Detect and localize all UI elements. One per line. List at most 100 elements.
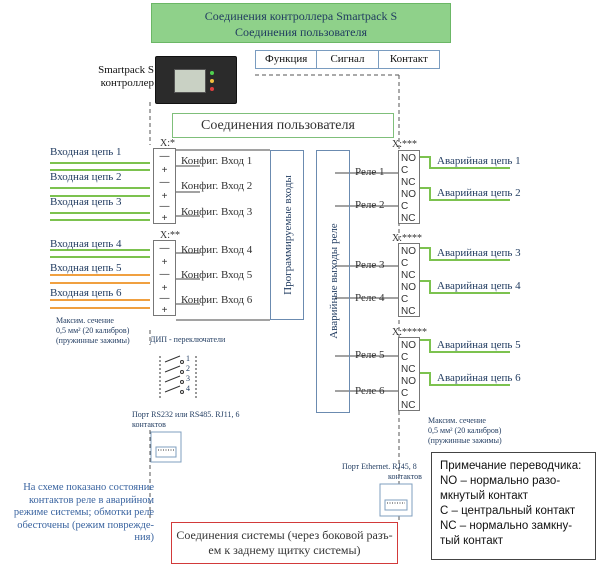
relay5-nc: NC [401,364,416,375]
relay-terminal-block-3: NO C NC NO C NC [398,337,420,411]
relay-state-note: На схеме показано состояние контактов ре… [4,482,154,545]
relay4-no: NO [401,282,416,293]
terminal-minus-6: — [159,293,170,304]
wire-spec-left-line-2: 0,5 мм² (20 калибров) [56,326,130,335]
system-connections-line-2: ем к заднему щитку системы) [208,543,361,557]
relay-label-5: Реле 5 [355,349,385,361]
connector-label-x3: X:*** [392,139,417,150]
translator-note-title: Примечание переводчика: [440,460,582,472]
terminal-plus-3: + [161,213,168,224]
config-input-3: Конфиг. Вход 3 [181,206,253,218]
relay-label-2: Реле 2 [355,199,385,211]
wire-spec-right: Максим. сечение 0,5 мм² (20 калибров) (п… [428,416,502,446]
input-terminal-block-1: — + — + — + [153,148,176,224]
alarm-circuit-label-5: Аварийная цепь 5 [437,339,521,351]
relay5-no: NO [401,340,416,351]
terminal-minus-1: — [159,151,170,162]
controller-label-line-1: Smartpack S [98,64,154,76]
translator-note-line-4: NC – нормально замкну- [440,520,573,532]
dip-number-3: 3 [186,374,190,383]
relay1-no: NO [401,153,416,164]
port-eth-label: Порт Ethernet. RJ45, 8 контактов [342,462,422,482]
alarm-wire-1 [420,156,510,169]
diagram-title: Соединения контроллера Smartpack S Соеди… [151,3,451,43]
connector-label-x5: X:***** [392,327,427,338]
controller-label: Smartpack S контроллер [74,64,154,90]
port-rs-line-2: контактов [132,420,166,429]
rj11-port-icon [150,431,182,463]
controller-display-icon [174,69,206,93]
controller-label-line-2: контроллер [100,77,154,89]
system-connections-line-1: Соединения системы (через боковой разъ- [176,528,393,542]
wire-spec-right-line-1: Максим. сечение [428,416,486,425]
title-line-2: Соединения пользователя [235,25,367,39]
dip-switches-label: ДИП - переключатели [150,335,226,344]
config-input-4: Конфиг. Вход 4 [181,244,253,256]
title-line-1: Соединения контроллера Smartpack S [204,9,398,23]
relay6-c: C [401,388,409,399]
wire-spec-right-line-3: (пружинные зажимы) [428,436,502,445]
terminal-plus-1: + [161,165,168,176]
terminal-plus-4: + [161,257,168,268]
config-input-1: Конфиг. Вход 1 [181,155,253,167]
relay4-nc: NC [401,306,416,317]
terminal-plus-2: + [161,191,168,202]
programmable-inputs-label: Программируемые входы [282,175,294,295]
input-connector-lines [176,149,270,321]
relay3-nc: NC [401,270,416,281]
terminal-minus-3: — [159,201,170,212]
port-rs-line-1: Порт RS232 или RS485. RJ11, 6 [132,410,240,419]
status-led-red-icon [210,87,214,91]
input-wires-orange-group [50,274,150,309]
port-eth-line-2: контактов [388,472,422,481]
relay2-nc: NC [401,213,416,224]
config-input-6: Конфиг. Вход 6 [181,294,253,306]
terminal-minus-2: — [159,177,170,188]
relay-connector-lines [335,172,398,392]
translator-note-line-1: NO – нормально разо- [440,475,561,487]
relay4-c: C [401,294,409,305]
relay1-nc: NC [401,177,416,188]
alarm-circuit-label-1: Аварийная цепь 1 [437,155,521,167]
input-circuit-label-5: Входная цепь 5 [50,262,122,274]
relay5-c: C [401,352,409,363]
relay-state-note-line-3: режиме системы; обмотки реле [13,507,154,518]
dip-number-1: 1 [186,354,190,363]
terminal-minus-4: — [159,243,170,254]
relay-label-3: Реле 3 [355,259,385,271]
legend-bar: Функция Сигнал Контакт [255,50,440,69]
relay-terminal-block-2: NO C NC NO C NC [398,243,420,317]
terminal-minus-5: — [159,269,170,280]
alarm-wire-4 [420,280,510,294]
connector-label-x2: X:** [160,230,180,241]
relay2-c: C [401,201,409,212]
alarm-wire-5 [420,339,510,353]
alarm-circuit-label-2: Аварийная цепь 2 [437,187,521,199]
input-terminal-block-2: — + — + — + [153,240,176,316]
alarm-circuit-label-4: Аварийная цепь 4 [437,280,521,292]
alarm-wire-6 [420,372,510,386]
relay-state-note-line-2: контактов реле в аварийном [28,494,154,506]
legend-contact: Контакт [389,53,428,65]
relay-state-note-line-1: На схеме показано состояние [23,482,154,493]
translator-note-line-2: мкнутый контакт [440,490,529,502]
relay3-no: NO [401,246,416,257]
dip-number-2: 2 [186,364,190,373]
alarm-circuit-label-6: Аварийная цепь 6 [437,372,521,384]
relay-state-note-line-4: обесточены (режим поврежде- [17,519,154,531]
dip-number-4: 4 [186,384,190,393]
programmable-inputs-box: Программируемые входы [270,150,304,320]
input-wires-group [50,162,150,258]
rj45-port-icon [379,483,413,517]
relay2-no: NO [401,189,416,200]
relay6-nc: NC [401,400,416,411]
alarm-circuit-label-3: Аварийная цепь 3 [437,247,521,259]
relay6-no: NO [401,376,416,387]
status-led-yellow-icon [210,79,214,83]
port-rs-label: Порт RS232 или RS485. RJ11, 6 контактов [132,410,239,430]
legend-signal: Сигнал [317,51,379,68]
port-eth-line-1: Порт Ethernet. RJ45, 8 [342,462,417,471]
connector-label-x1: X:* [160,138,175,149]
user-connections-box: Соединения пользователя [172,113,394,138]
wire-spec-left: Максим. сечение 0,5 мм² (20 калибров) (п… [56,316,130,346]
